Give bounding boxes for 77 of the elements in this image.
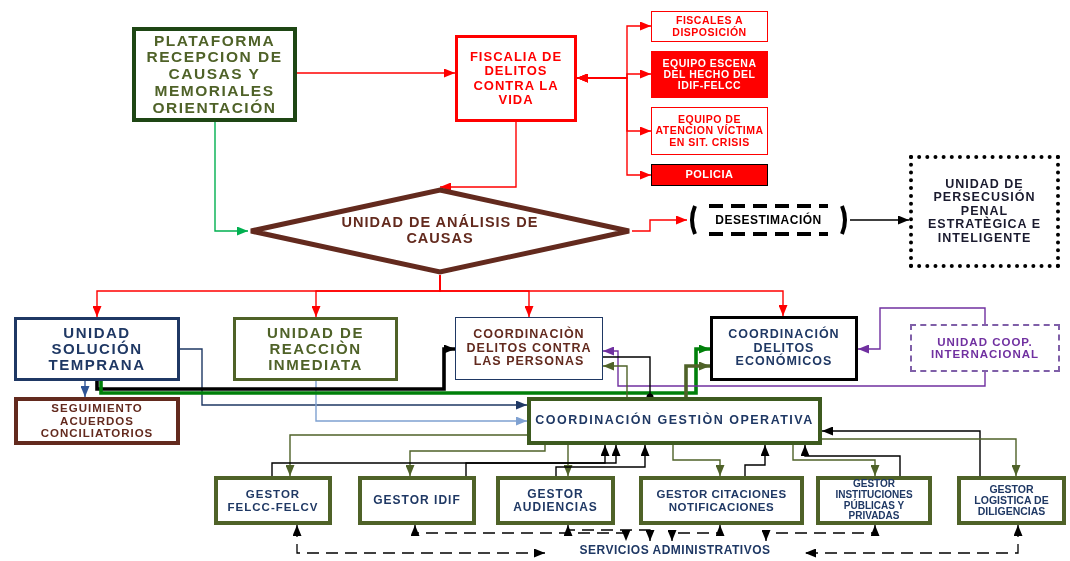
process-box: [527, 397, 822, 445]
process-box: [14, 317, 180, 381]
node-label: GESTOR INSTITUCIONES PÚBLICAS Y PRIVADAS: [834, 478, 914, 523]
arrow: [563, 444, 573, 477]
node-label: COORDINACIÒN DELITOS CONTRA LAS PERSONAS: [465, 328, 593, 369]
arrow: [684, 361, 710, 397]
arrow: [821, 426, 981, 477]
arrow: [465, 444, 621, 477]
process-box: [651, 107, 768, 155]
node-label: SEGUIMIENTO ACUERDOS CONCILIATORIOS: [39, 402, 155, 440]
arrow: [800, 444, 901, 477]
arrow: [439, 121, 517, 192]
arrow: [179, 348, 528, 410]
arrow: [271, 444, 610, 477]
node-label: UNIDAD COOP. INTERNACIONAL: [929, 335, 1041, 361]
node-label: SERVICIOS ADMINISTRATIVOS: [579, 543, 771, 557]
process-box: [909, 155, 1060, 268]
dashed-arrow: [563, 524, 655, 542]
arrow: [602, 346, 986, 387]
process-box: [132, 27, 297, 122]
process-box: [455, 35, 577, 122]
arrow: [576, 73, 652, 180]
node-label: EQUIPO DE ATENCION VÍCTIMA EN SIT. CRISIS: [655, 114, 764, 148]
dashed-arrow: [804, 524, 1023, 558]
arrow: [631, 215, 688, 232]
arrow: [602, 361, 628, 398]
node-label: GESTOR IDIF: [373, 494, 461, 507]
arrow: [405, 444, 546, 477]
node-label: PLATAFORMA RECEPCION DE CAUSAS Y MEMORIALES ORIENTACIÓN: [145, 32, 284, 117]
arrow: [95, 344, 455, 391]
arrow: [296, 68, 456, 78]
arrow: [672, 444, 725, 477]
dashed-arrow: [761, 524, 880, 542]
process-box: [233, 317, 398, 381]
arrow: [744, 444, 770, 477]
node-label: UNIDAD DE REACCIÒN INMEDIATA: [266, 324, 365, 374]
node-label: UNIDAD DE PERSECUSIÓN PENAL ESTRATÈGICA E INTELIGENTE: [927, 177, 1042, 246]
arrow: [821, 438, 1021, 477]
arrow: [99, 344, 710, 395]
process-box: [816, 476, 932, 525]
process-box: [710, 316, 858, 381]
node-label: EQUIPO ESCENA DEL HECHO DEL IDIF-FELCC: [661, 57, 758, 92]
process-box: [651, 51, 768, 98]
process-box: [910, 324, 1060, 372]
arrow: [214, 121, 249, 236]
arrow: [315, 380, 528, 426]
process-box: [957, 476, 1066, 525]
node-label: UNIDAD SOLUCIÓN TEMPRANA: [47, 324, 147, 374]
node-label: GESTOR CITACIONES NOTIFICACIONES: [655, 488, 788, 513]
node-label: COORDINACIÓN DELITOS ECONÓMICOS: [727, 328, 841, 369]
process-box: [639, 476, 804, 525]
node-label: FISCALES A DISPOSICIÓN: [671, 15, 748, 38]
node-label: DESESTIMACIÓN: [715, 213, 822, 227]
process-box: [651, 11, 768, 42]
arrow: [80, 380, 90, 398]
process-box: [14, 397, 180, 445]
dashed-arrow: [410, 524, 631, 542]
node-label: GESTOR FELCC-FELCV: [226, 488, 320, 513]
node-label: POLICIA: [685, 169, 734, 181]
arrow: [849, 215, 910, 225]
node-label: FISCALIA DE DELITOS CONTRA LA VIDA: [468, 50, 564, 107]
dashed-arrow: [667, 524, 725, 542]
process-box: [358, 476, 476, 525]
arrow: [439, 274, 788, 317]
process-box: [651, 164, 768, 186]
arrow: [857, 307, 986, 354]
node-label: UNIDAD DE ANÁLISIS DE CAUSAS: [340, 215, 540, 247]
node-label: COORDINACIÓN GESTIÒN OPERATIVA: [535, 414, 814, 428]
process-box: [496, 476, 615, 525]
dashed-arrow: [292, 524, 546, 558]
arrow: [555, 444, 650, 477]
arrow: [285, 434, 528, 477]
node-label: GESTOR LOGISTICA DE DILIGENCIAS: [973, 483, 1050, 518]
node-label: GESTOR AUDIENCIAS: [512, 487, 599, 514]
arrow: [792, 444, 880, 477]
process-box: [455, 317, 603, 380]
process-box: [214, 476, 332, 525]
